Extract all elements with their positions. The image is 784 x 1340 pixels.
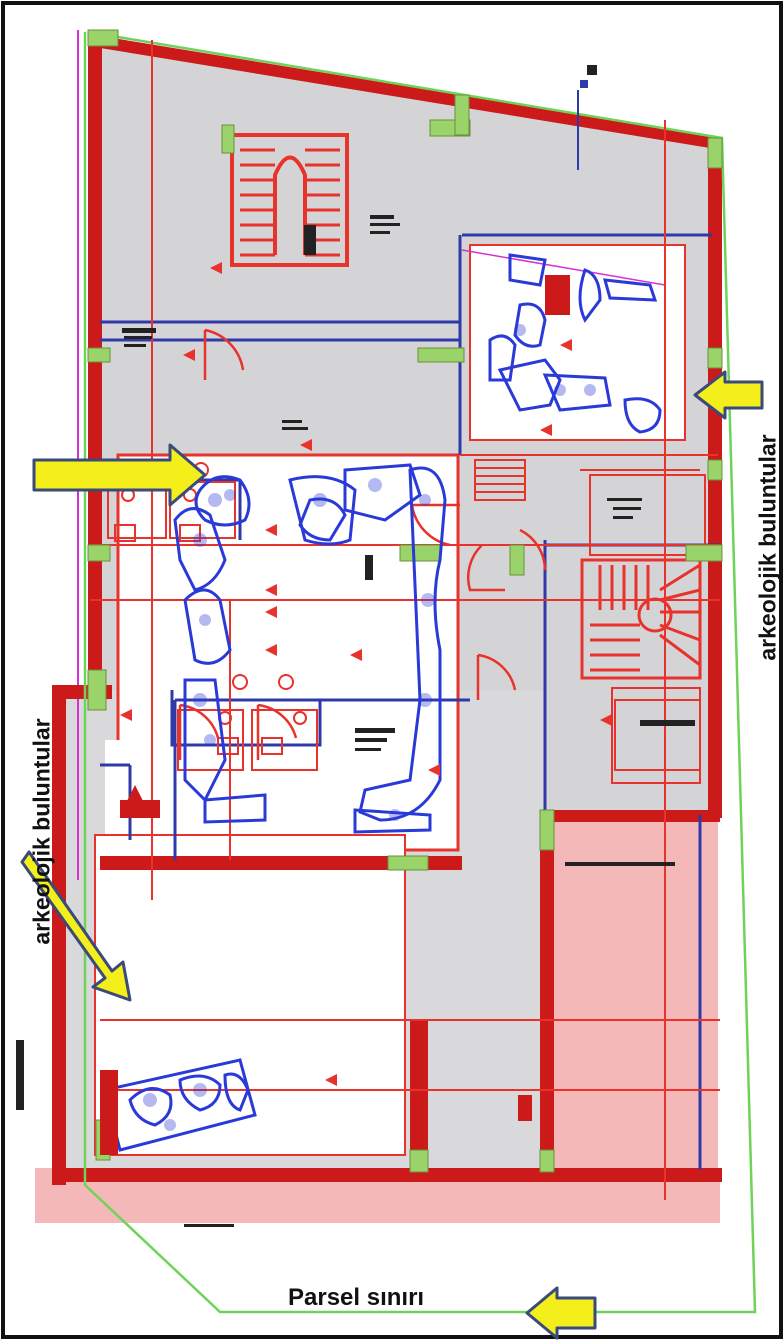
pink-zone-right <box>548 815 718 1175</box>
door-swings <box>178 328 547 760</box>
drawing-annotations <box>16 65 695 1227</box>
parcel-boundary <box>83 30 757 1314</box>
left-finds-label: arkeolojik buluntular <box>28 718 55 945</box>
parcel-boundary-label: Parsel sınırı <box>288 1284 425 1311</box>
red-solid-elements <box>100 275 570 1155</box>
arrow-parcel <box>525 1286 597 1340</box>
outer-walls <box>52 34 722 1185</box>
arrow-left-finds <box>32 443 207 507</box>
right-finds-label: arkeolojik buluntular <box>754 434 781 661</box>
arrow-bottomleft-finds <box>20 850 132 1002</box>
small-stairs <box>474 459 526 501</box>
staircase-top <box>230 133 349 267</box>
staircase-right <box>580 558 702 680</box>
arrow-right-finds <box>693 370 764 420</box>
yellow-arrows <box>20 370 764 1340</box>
magenta-boundary-right <box>461 249 666 286</box>
stone-fill-details <box>143 324 596 1131</box>
archaeological-stones <box>103 253 662 1152</box>
level-markers <box>120 262 612 1086</box>
excavation-area <box>94 244 686 1156</box>
